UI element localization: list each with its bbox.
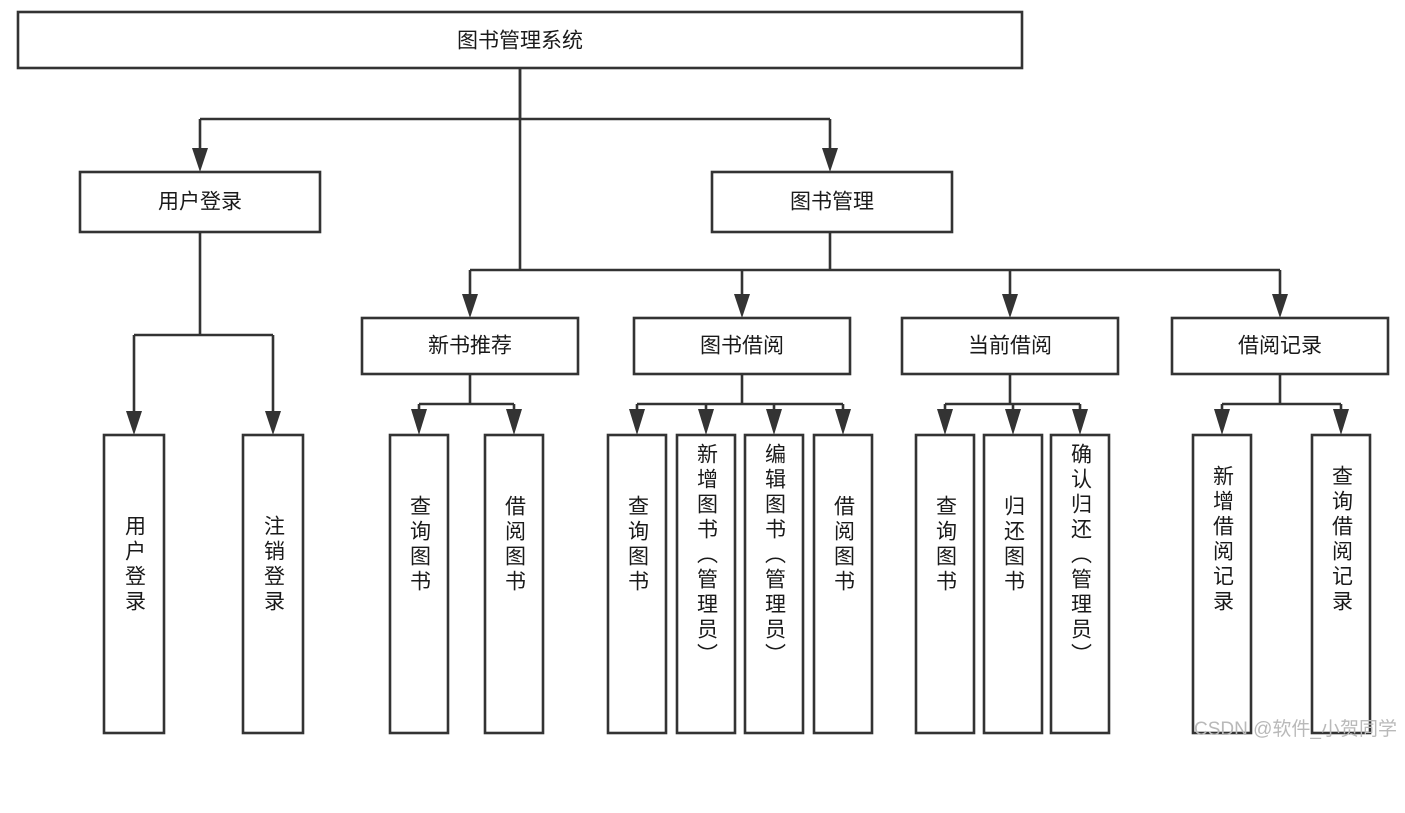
arrow-head-user-login [192, 148, 208, 172]
leaf-box-confirm-return-admin[interactable] [1049, 433, 1111, 735]
leaf-box-borrow-book[interactable] [812, 433, 874, 735]
arrow-head-bookborrow-leaf-1 [629, 409, 645, 435]
leaf-box-add-book-admin[interactable] [675, 433, 737, 735]
arrow-head-newbook-leaf-1 [411, 409, 427, 435]
arrow-head-currentborrow-leaf-1 [937, 409, 953, 435]
node-current-borrow-label: 当前借阅 [968, 335, 1052, 358]
nodes-layer: 图书管理系统 用户登录 图书管理 新书推荐 图书借阅 当前 [16, 10, 1390, 735]
node-book-management[interactable]: 图书管理 [710, 170, 954, 234]
arrow-head-newbook-leaf-2 [506, 409, 522, 435]
arrow-head-borrow-record [1272, 294, 1288, 318]
arrow-head-book-borrow [734, 294, 750, 318]
node-book-management-label: 图书管理 [790, 191, 874, 214]
arrow-head-leaf-logout [265, 411, 281, 435]
leaf-box-query-borrow-record[interactable] [1310, 433, 1372, 735]
arrow-head-borrowrecord-leaf-2 [1333, 409, 1349, 435]
diagram-canvas: 图书管理系统 用户登录 图书管理 新书推荐 图书借阅 当前 [16, 10, 1390, 735]
node-root-label: 图书管理系统 [457, 30, 583, 53]
arrow-head-bookborrow-leaf-3 [766, 409, 782, 435]
node-new-book-recommend[interactable]: 新书推荐 [360, 316, 580, 376]
node-user-login-label: 用户登录 [158, 191, 242, 214]
flowchart-diagram: 图书管理系统 用户登录 图书管理 新书推荐 图书借阅 当前 [16, 10, 1397, 740]
arrow-head-bookborrow-leaf-2 [698, 409, 714, 435]
arrow-head-current-borrow [1002, 294, 1018, 318]
node-borrow-record[interactable]: 借阅记录 [1170, 316, 1390, 376]
arrow-head-bookborrow-leaf-4 [835, 409, 851, 435]
node-root[interactable]: 图书管理系统 [16, 10, 1024, 70]
arrow-head-borrowrecord-leaf-1 [1214, 409, 1230, 435]
leaf-box-query-book-rec[interactable] [388, 433, 450, 735]
arrow-head-currentborrow-leaf-3 [1072, 409, 1088, 435]
node-current-borrow[interactable]: 当前借阅 [900, 316, 1120, 376]
arrow-head-new-book-rec [462, 294, 478, 318]
leaf-box-user-login[interactable] [102, 433, 166, 735]
leaf-box-query-book-current[interactable] [914, 433, 976, 735]
arrow-head-currentborrow-leaf-2 [1005, 409, 1021, 435]
node-book-borrow-label: 图书借阅 [700, 335, 784, 358]
node-borrow-record-label: 借阅记录 [1238, 335, 1322, 358]
leaf-box-query-book-borrow[interactable] [606, 433, 668, 735]
leaf-box-borrow-book-rec[interactable] [483, 433, 545, 735]
arrow-head-book-manage [822, 148, 838, 172]
leaf-box-logout[interactable] [241, 433, 305, 735]
leaf-box-add-borrow-record[interactable] [1191, 433, 1253, 735]
arrow-head-leaf-user-login [126, 411, 142, 435]
node-user-login[interactable]: 用户登录 [78, 170, 322, 234]
node-new-book-recommend-label: 新书推荐 [428, 335, 512, 358]
leaf-box-edit-book-admin[interactable] [743, 433, 805, 735]
node-book-borrow[interactable]: 图书借阅 [632, 316, 852, 376]
watermark-text: CSDN @软件_小贺同学 [1194, 719, 1397, 740]
leaf-box-return-book[interactable] [982, 433, 1044, 735]
connectors-layer [126, 68, 1349, 435]
